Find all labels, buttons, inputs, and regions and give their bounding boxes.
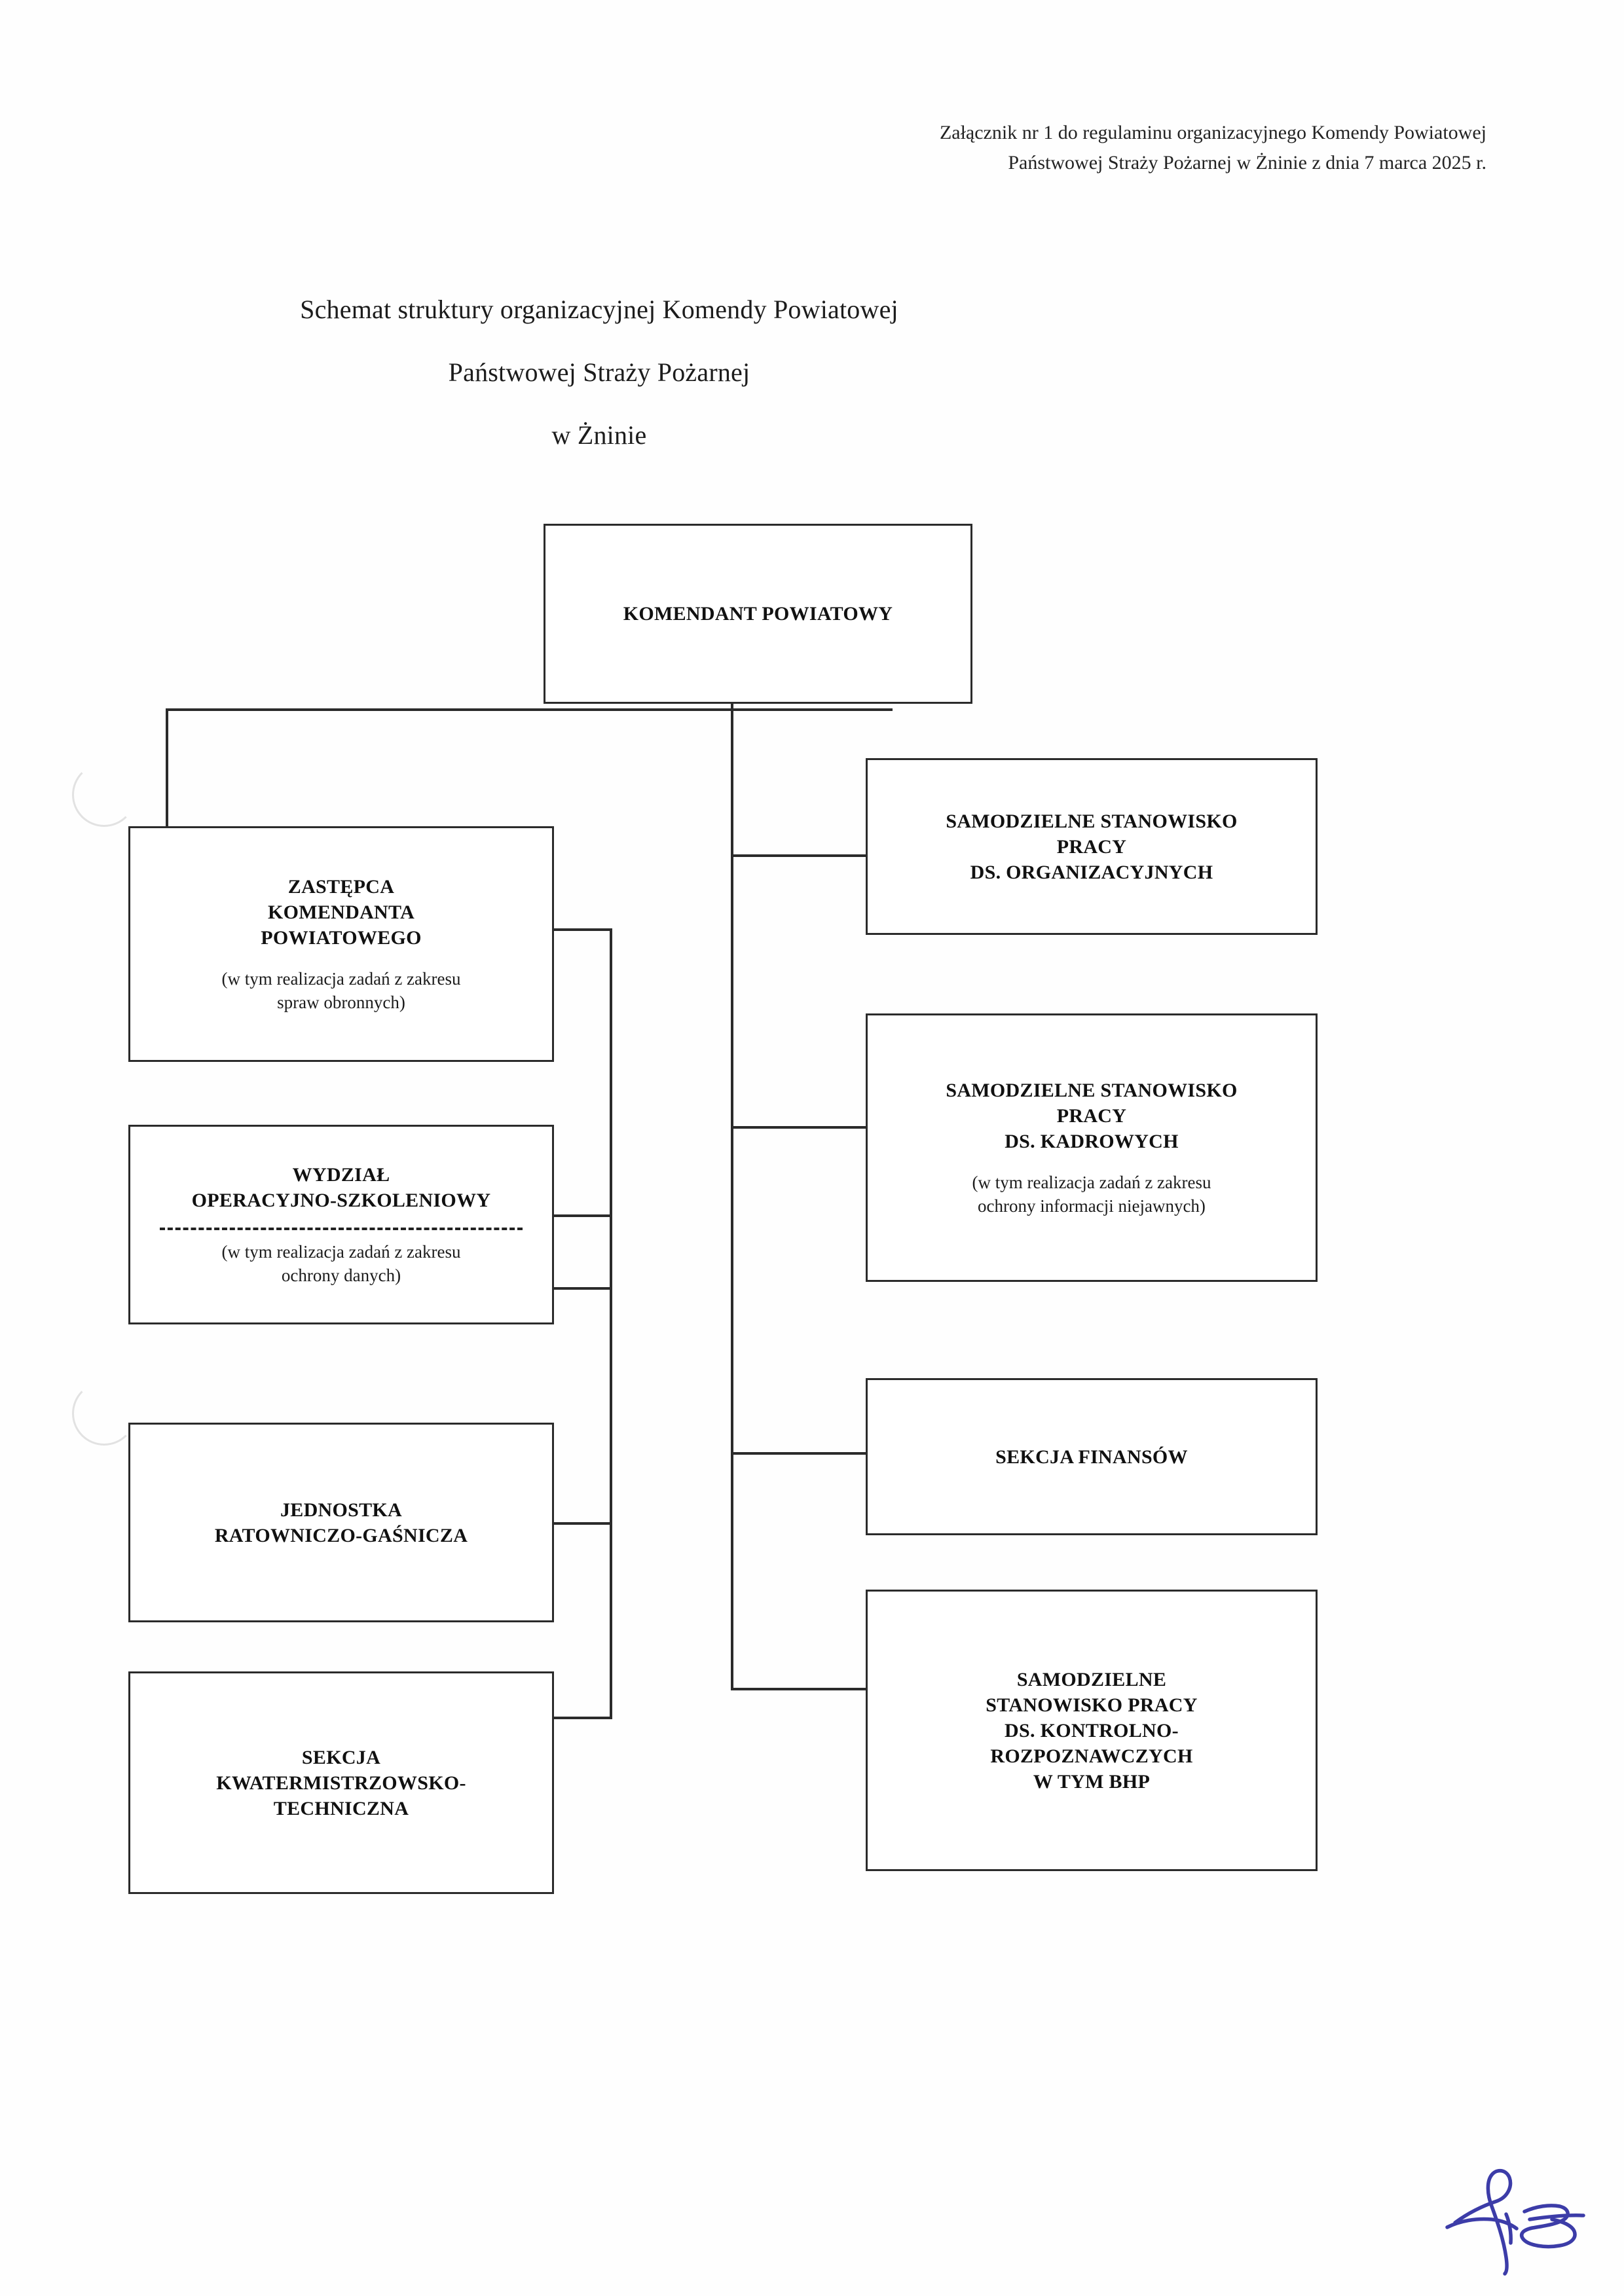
connector-branch-personnel xyxy=(731,1126,866,1129)
connector-left-drop xyxy=(166,708,168,828)
node-operations-division-separator xyxy=(160,1227,523,1230)
node-finance-section[interactable]: SEKCJA FINANSÓW xyxy=(866,1378,1318,1535)
connector-branch-operations-lower xyxy=(553,1287,612,1290)
attachment-reference-note: Załącznik nr 1 do regulaminu organizacyj… xyxy=(714,118,1486,177)
page-title-line-1: Schemat struktury organizacyjnej Komendy… xyxy=(300,295,898,324)
node-commander[interactable]: KOMENDANT POWIATOWY xyxy=(544,524,972,704)
connector-branch-operations-upper xyxy=(553,1214,612,1217)
node-commander-title: KOMENDANT POWIATOWY xyxy=(623,603,893,625)
hole-punch-artifact-bottom xyxy=(72,1381,136,1446)
handwritten-signature xyxy=(1445,2168,1585,2276)
hole-punch-artifact-top xyxy=(72,763,136,827)
page-title-line-2: Państwowej Straży Pożarnej xyxy=(448,357,750,387)
page-title: Schemat struktury organizacyjnej Komendy… xyxy=(0,278,1198,467)
page-title-line-3: w Żninie xyxy=(551,420,647,450)
connector-branch-rescue-unit xyxy=(553,1522,612,1525)
connector-central-spine xyxy=(731,708,733,1690)
connector-branch-organizational xyxy=(731,854,866,857)
connector-branch-quartermaster xyxy=(553,1717,612,1719)
connector-commander-stem xyxy=(731,702,733,711)
connector-top-bus xyxy=(166,708,893,711)
connector-branch-finance xyxy=(731,1452,866,1455)
node-finance-section-title: SEKCJA FINANSÓW xyxy=(995,1446,1188,1468)
connector-branch-deputy xyxy=(553,928,612,931)
connector-left-spine xyxy=(610,928,612,1719)
connector-branch-inspection xyxy=(731,1688,866,1690)
attachment-reference-line-1: Załącznik nr 1 do regulaminu organizacyj… xyxy=(939,122,1486,143)
attachment-reference-line-2: Państwowej Straży Pożarnej w Żninie z dn… xyxy=(1008,151,1486,173)
